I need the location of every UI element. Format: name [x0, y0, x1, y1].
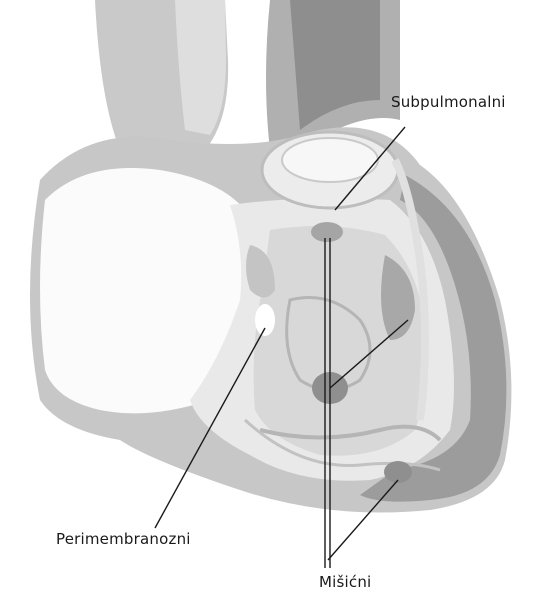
defect-subpulmonary — [311, 222, 343, 242]
label-perimembranous: Perimembranozni — [56, 530, 191, 548]
label-subpulmonary: Subpulmonalni — [391, 93, 506, 111]
defect-perimembranous — [255, 304, 275, 336]
defect-muscular-apical — [384, 461, 412, 483]
inner-ventricle — [254, 226, 427, 456]
label-muscular: Mišićni — [319, 573, 371, 591]
